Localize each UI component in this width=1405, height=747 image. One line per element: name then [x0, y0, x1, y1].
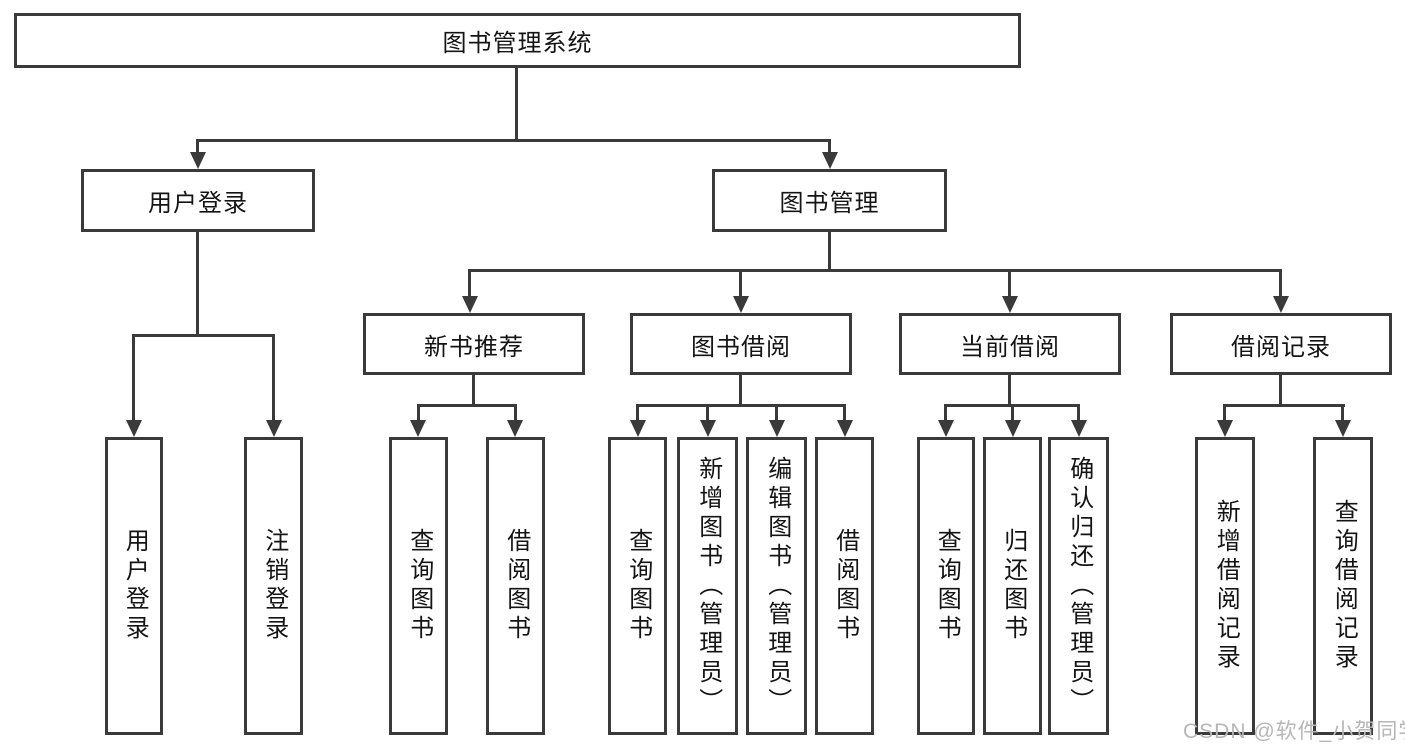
node-book-management: 图书管理: [712, 169, 947, 232]
leaf-query-books-recommend: 查询图书: [389, 437, 448, 735]
arrowhead-icon: [1071, 420, 1087, 437]
arrowhead-icon: [733, 296, 749, 313]
arrowhead-icon: [630, 420, 646, 437]
connector-leaf-line: [636, 404, 639, 422]
node-borrowing-records-label: 借阅记录: [1231, 333, 1331, 361]
connector-root-split: [196, 139, 831, 142]
arrowhead-icon: [266, 420, 282, 437]
connector-user-login-stem: [196, 230, 199, 336]
arrowhead-icon: [938, 420, 954, 437]
connector-leaf-line: [944, 404, 947, 422]
node-root-label: 图书管理系统: [442, 30, 593, 57]
arrowhead-icon: [1005, 420, 1021, 437]
connector-recommend-split: [417, 404, 517, 407]
node-current-borrowing: 当前借阅: [899, 313, 1121, 375]
connector-to-leaf-logout: [272, 334, 275, 422]
node-user-login-label: 用户登录: [148, 190, 248, 217]
connector-to-leaf-user-login: [132, 334, 135, 422]
arrowhead-icon: [769, 420, 785, 437]
connector-leaf-line: [706, 404, 709, 422]
leaf-confirm-return-admin-label: 确认归还（管理员）: [1065, 455, 1093, 717]
connector-to-current-borrowing: [1008, 269, 1011, 298]
leaf-borrow-books: 借阅图书: [815, 437, 874, 735]
connector-current-stem: [1008, 373, 1011, 406]
leaf-confirm-return-admin: 确认归还（管理员）: [1048, 437, 1109, 735]
connector-leaf-line: [514, 404, 517, 422]
leaf-query-books-borrow: 查询图书: [608, 437, 667, 735]
arrowhead-icon: [1002, 296, 1018, 313]
csdn-watermark: CSDN @软件_小贺同学: [1183, 720, 1405, 743]
arrowhead-icon: [700, 420, 716, 437]
arrowhead-icon: [822, 152, 838, 169]
leaf-return-books: 归还图书: [983, 437, 1042, 735]
connector-leaf-line: [1011, 404, 1014, 422]
node-root: 图书管理系统: [14, 13, 1021, 68]
node-user-login: 用户登录: [81, 169, 315, 232]
leaf-query-books-borrow-label: 查询图书: [624, 528, 652, 644]
leaf-borrow-books-label: 借阅图书: [831, 528, 859, 644]
connector-book-management-split: [470, 269, 1282, 272]
leaf-edit-book-admin: 编辑图书（管理员）: [746, 437, 807, 735]
leaf-logout: 注销登录: [244, 437, 303, 735]
node-book-borrowing-label: 图书借阅: [691, 333, 791, 361]
arrowhead-icon: [1335, 420, 1351, 437]
arrowhead-icon: [410, 420, 426, 437]
connector-user-login-split: [132, 334, 275, 337]
arrowhead-icon: [190, 152, 206, 169]
node-new-book-recommendation-label: 新书推荐: [424, 333, 524, 361]
connector-to-book-borrowing: [739, 269, 742, 298]
arrowhead-icon: [837, 420, 853, 437]
leaf-query-books-current-label: 查询图书: [933, 528, 961, 644]
leaf-logout-label: 注销登录: [260, 528, 288, 644]
connector-to-user-login: [196, 139, 199, 153]
leaf-return-books-label: 归还图书: [999, 528, 1027, 644]
leaf-query-borrow-record: 查询借阅记录: [1313, 437, 1373, 735]
node-book-borrowing: 图书借阅: [630, 313, 852, 375]
leaf-add-book-admin: 新增图书（管理员）: [677, 437, 738, 735]
arrowhead-icon: [126, 420, 142, 437]
node-current-borrowing-label: 当前借阅: [960, 333, 1060, 361]
leaf-query-books-current: 查询图书: [917, 437, 975, 735]
connector-to-borrowing-records: [1279, 269, 1282, 298]
node-new-book-recommendation: 新书推荐: [363, 313, 585, 375]
leaf-add-borrow-record: 新增借阅记录: [1195, 437, 1255, 735]
leaf-query-books-recommend-label: 查询图书: [405, 528, 433, 644]
node-borrowing-records: 借阅记录: [1170, 313, 1392, 375]
leaf-edit-book-admin-label: 编辑图书（管理员）: [763, 455, 791, 717]
connector-to-new-book-recommendation: [468, 269, 471, 298]
connector-to-book-management: [828, 139, 831, 153]
leaf-query-borrow-record-label: 查询借阅记录: [1330, 499, 1358, 673]
connector-leaf-line: [843, 404, 846, 422]
connector-leaf-line: [1223, 404, 1226, 422]
arrowhead-icon: [1217, 420, 1233, 437]
leaf-add-borrow-record-label: 新增借阅记录: [1212, 499, 1240, 673]
leaf-user-login-label: 用户登录: [121, 528, 149, 644]
arrowhead-icon: [507, 420, 523, 437]
node-book-management-label: 图书管理: [779, 190, 880, 217]
leaf-user-login: 用户登录: [105, 437, 163, 735]
connector-root-stem: [515, 66, 518, 141]
arrowhead-icon: [1273, 296, 1289, 313]
leaf-borrow-books-recommend-label: 借阅图书: [502, 528, 530, 644]
connector-records-stem: [1279, 373, 1282, 406]
connector-leaf-line: [775, 404, 778, 422]
connector-leaf-line: [417, 404, 420, 422]
connector-records-split: [1223, 404, 1345, 407]
leaf-add-book-admin-label: 新增图书（管理员）: [694, 455, 722, 717]
connector-borrowing-split: [636, 404, 846, 407]
connector-borrowing-stem: [739, 373, 742, 406]
connector-recommend-stem: [472, 373, 475, 406]
connector-leaf-line: [1341, 404, 1344, 422]
connector-leaf-line: [1077, 404, 1080, 422]
arrowhead-icon: [462, 296, 478, 313]
connector-book-management-stem: [828, 230, 831, 271]
leaf-borrow-books-recommend: 借阅图书: [486, 437, 545, 735]
